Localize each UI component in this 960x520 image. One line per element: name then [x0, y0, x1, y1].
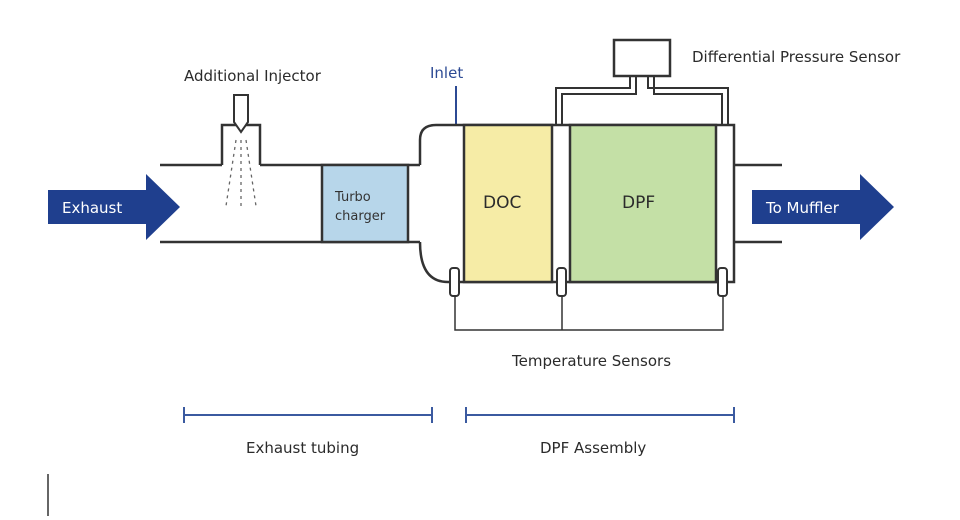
dpf-assembly-bracket: [465, 407, 735, 423]
temperature-sensors-label: Temperature Sensors: [511, 352, 671, 370]
additional-injector-label: Additional Injector: [184, 67, 322, 85]
exhaust-arrow: Exhaust: [48, 174, 180, 240]
injector-nozzle-icon: [233, 94, 249, 134]
turbo-label-line2: charger: [335, 209, 386, 224]
differential-pressure-sensor: [555, 38, 729, 125]
differential-pressure-sensor-label: Differential Pressure Sensor: [692, 48, 901, 66]
outlet-tube: [734, 163, 782, 244]
temperature-sensor-2: [556, 267, 567, 297]
dpf-module: DPF: [568, 123, 718, 284]
dpf-label: DPF: [622, 193, 655, 213]
turbo-label-line1: Turbo: [334, 190, 371, 205]
exhaust-tubing-bracket: [183, 407, 433, 423]
dpf-assembly-label: DPF Assembly: [540, 439, 646, 457]
temperature-sensor-3: [717, 267, 728, 297]
turbocharger: Turbo charger: [320, 163, 410, 244]
exhaust-tubing-label: Exhaust tubing: [246, 439, 359, 457]
doc-module: DOC: [462, 123, 554, 284]
exhaust-label: Exhaust: [62, 199, 122, 217]
to-muffler-label: To Muffler: [765, 199, 840, 217]
to-muffler-arrow: To Muffler: [752, 174, 894, 240]
inlet-label: Inlet: [430, 64, 463, 82]
temperature-sensor-1: [449, 267, 460, 297]
temperature-sensor-bracket: [454, 296, 724, 331]
doc-label: DOC: [483, 193, 521, 213]
